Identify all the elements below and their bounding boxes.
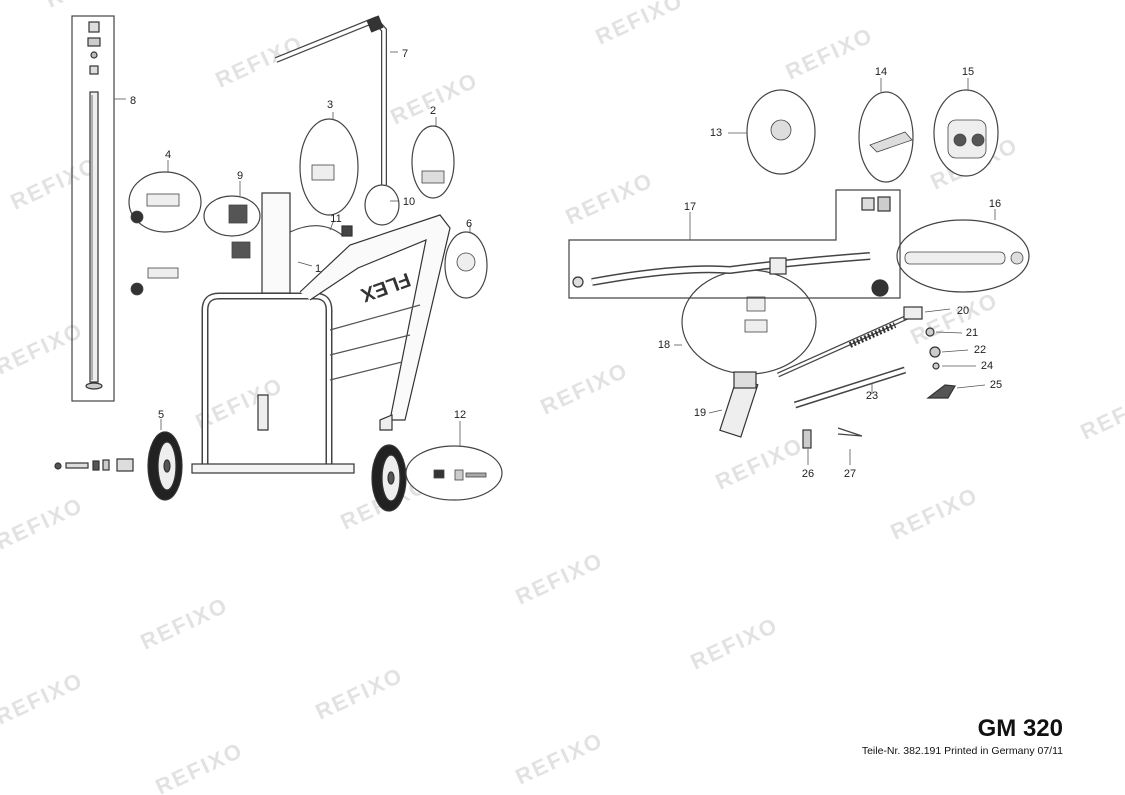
part-cable-11 bbox=[289, 225, 353, 237]
callout-23: 23 bbox=[866, 390, 878, 402]
callout-25: 25 bbox=[990, 379, 1002, 391]
inset-12 bbox=[405, 445, 503, 501]
watermark-text: REFIXO bbox=[687, 612, 783, 674]
title-block: GM 320 Teile-Nr. 382.191 Printed in Germ… bbox=[861, 715, 1063, 758]
part-wheels-5 bbox=[147, 431, 407, 512]
watermark-text: REFIXO bbox=[537, 357, 633, 419]
part-tube-8 bbox=[71, 15, 115, 402]
callout-19: 19 bbox=[694, 407, 706, 419]
watermark-text: REFIXO bbox=[137, 592, 233, 654]
part-rod-assembly bbox=[776, 306, 956, 409]
watermark-text: REFIXO bbox=[592, 0, 688, 50]
watermark-text: REFIXO bbox=[782, 22, 878, 84]
frame-brand-text: FLEX bbox=[357, 268, 413, 306]
callout-9: 9 bbox=[237, 170, 243, 182]
small-hardware bbox=[130, 119, 1024, 481]
inset-14 bbox=[858, 91, 914, 183]
watermark-text: REFIXO bbox=[152, 737, 248, 795]
callout-18: 18 bbox=[658, 339, 670, 351]
callout-22: 22 bbox=[974, 344, 986, 356]
callout-5: 5 bbox=[158, 409, 164, 421]
part-number-line: Teile-Nr. 382.191 Printed in Germany 07/… bbox=[861, 745, 1063, 757]
watermark-text: REFIXO bbox=[512, 547, 608, 609]
callout-4: 4 bbox=[165, 149, 171, 161]
watermark-text: REFIXO bbox=[7, 152, 103, 214]
callout-8: 8 bbox=[130, 95, 136, 107]
callout-12: 12 bbox=[454, 409, 466, 421]
watermark-text: REFIXO bbox=[42, 0, 138, 13]
callout-20: 20 bbox=[957, 305, 969, 317]
part-handle-7 bbox=[274, 15, 387, 185]
callout-11: 11 bbox=[330, 213, 341, 225]
part-frame-1 bbox=[191, 192, 451, 474]
callout-27: 27 bbox=[844, 468, 856, 480]
callout-16: 16 bbox=[989, 198, 1001, 210]
callout-17: 17 bbox=[684, 201, 696, 213]
callout-26: 26 bbox=[802, 468, 814, 480]
watermark-text: REFIXO bbox=[387, 67, 483, 129]
watermark-text: REFIXO bbox=[887, 482, 983, 544]
leader-lines bbox=[114, 51, 996, 465]
model-name: GM 320 bbox=[977, 715, 1063, 742]
callout-7: 7 bbox=[402, 48, 408, 60]
callout-6: 6 bbox=[466, 218, 472, 230]
callout-3: 3 bbox=[327, 99, 333, 111]
watermark-text: REFIXO bbox=[562, 167, 658, 229]
part-handle-17 bbox=[568, 189, 901, 299]
callout-2: 2 bbox=[430, 105, 436, 117]
watermark-text: REFIXO bbox=[312, 662, 408, 724]
watermark-text: REFIXO bbox=[0, 317, 87, 379]
callout-24: 24 bbox=[981, 360, 993, 372]
callout-21: 21 bbox=[966, 327, 978, 339]
watermark-text: REFIXO bbox=[0, 492, 87, 554]
part-socket-19 bbox=[719, 371, 759, 438]
inset-10 bbox=[364, 184, 400, 226]
callout-1: 1 bbox=[315, 263, 321, 275]
callout-15: 15 bbox=[962, 66, 974, 78]
callout-13: 13 bbox=[710, 127, 722, 139]
watermark-text: REFIXO bbox=[1077, 382, 1125, 444]
watermark-text: REFIXO bbox=[0, 667, 87, 729]
part-pin-21-22 bbox=[802, 427, 863, 449]
watermark-text: REFIXO bbox=[712, 432, 808, 494]
watermark-text: REFIXO bbox=[512, 727, 608, 789]
callout-10: 10 bbox=[403, 196, 415, 208]
inset-2 bbox=[411, 125, 455, 199]
callout-14: 14 bbox=[875, 66, 887, 78]
part-axle-hardware-left bbox=[54, 458, 134, 472]
watermark-text: REFIXO bbox=[212, 30, 308, 92]
